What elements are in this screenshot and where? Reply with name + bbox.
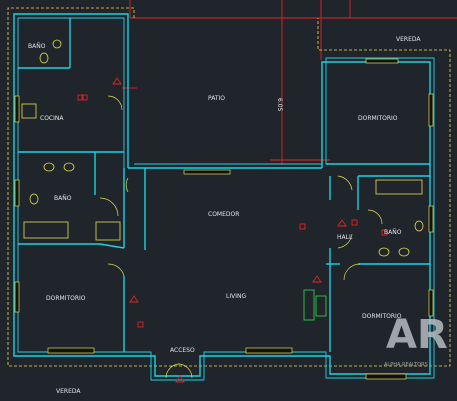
windows [14,58,434,380]
room-label-acceso: ACCESO [170,347,195,354]
watermark-text: ALPHA REALTORS [384,362,428,368]
room-label-bano-right: BAÑO [384,229,402,236]
room-label-dormitorio-left: DORMITORIO [46,295,86,302]
bathroom-fixtures [21,39,424,321]
interior-walls [18,18,430,352]
doors [99,95,383,379]
dimension-label: 6.05 [276,98,283,112]
room-label-patio: PATIO [208,95,225,102]
room-label-dormitorio-right: DORMITORIO [358,115,398,122]
street-label-bottom: VEREDA [56,388,81,395]
room-label-comedor: COMEDOR [208,211,239,218]
red-axis-lines [122,0,457,165]
watermark-logo: AR [386,312,448,358]
room-label-dormitorio-bottom-right: DORMITORIO [362,313,402,320]
room-label-bano-left: BAÑO [54,195,72,202]
room-labels: BAÑO COCINA PATIO DORMITORIO BAÑO COMEDO… [28,36,421,395]
watermark: AR ALPHA REALTORS [384,312,448,368]
street-label-top: VEREDA [396,36,421,43]
property-line [7,7,451,367]
electrical-symbols [77,77,388,383]
room-label-living: LIVING [226,293,246,300]
room-label-hall: HALL [337,234,353,241]
room-label-cocina: COCINA [40,115,64,122]
room-label-bano-top: BAÑO [28,43,46,50]
